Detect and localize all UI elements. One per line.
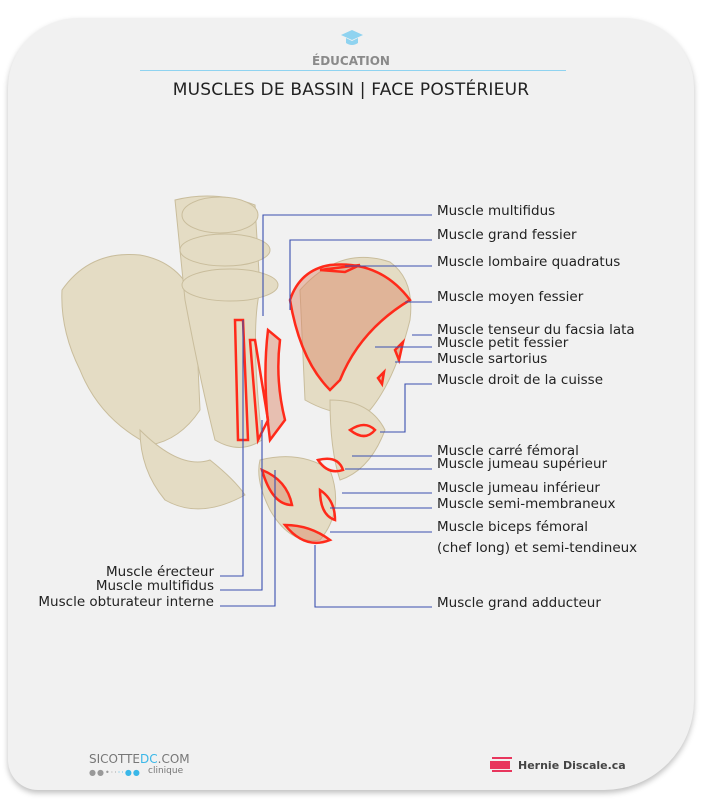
label-tenseur-fascia-lata: Muscle tenseur du facsia lata (437, 322, 635, 338)
label-obturateur-interne: Muscle obturateur interne (38, 594, 214, 610)
label-multifidus-left: Muscle multifidus (95, 578, 214, 594)
pelvis-bone (61, 195, 412, 542)
label-jumeau-superieur: Muscle jumeau supérieur (437, 456, 608, 472)
label-carre-femoral: Muscle carré fémoral (437, 443, 579, 459)
hernie-logo-icon (490, 757, 512, 772)
label-erecteur: Muscle érecteur (106, 564, 214, 580)
muscle-outlines (233, 263, 412, 545)
label-petit-fessier: Muscle petit fessier (437, 335, 569, 351)
label-multifidus: Muscle multifidus (437, 203, 556, 219)
logo-text-b: DC (140, 752, 158, 766)
label-sartorius: Muscle sartorius (437, 351, 548, 367)
label-grand-fessier: Muscle grand fessier (437, 227, 577, 243)
label-grand-adducteur: Muscle grand adducteur (437, 595, 601, 611)
category-label: ÉDUCATION (312, 54, 390, 68)
label-semi-tendineux: (chef long) et semi-tendineux (437, 540, 638, 556)
sicotte-logo: SICOTTEDC.COM (89, 752, 190, 766)
label-jumeau-inferieur: Muscle jumeau inférieur (437, 480, 600, 496)
divider (140, 70, 566, 71)
label-droit-cuisse: Muscle droit de la cuisse (437, 372, 604, 388)
hernie-discale-logo-text: Hernie Discale.ca (518, 759, 626, 772)
clinique-text: clinique (148, 766, 184, 776)
label-moyen-fessier: Muscle moyen fessier (437, 289, 584, 305)
label-semi-membraneux: Muscle semi-membraneux (437, 496, 616, 512)
leader-lines (220, 214, 432, 608)
page-title: MUSCLES DE BASSIN | FACE POSTÉRIEUR (172, 80, 530, 100)
label-biceps-femoral: Muscle biceps fémoral (437, 519, 588, 535)
logo-dots-icon: ●●•····●● (89, 768, 141, 777)
label-lombaire-quadratus: Muscle lombaire quadratus (437, 254, 621, 270)
logo-text-a: SICOTTE (89, 752, 141, 766)
logo-text-c: .COM (157, 752, 190, 766)
graduation-cap-icon (341, 30, 363, 45)
